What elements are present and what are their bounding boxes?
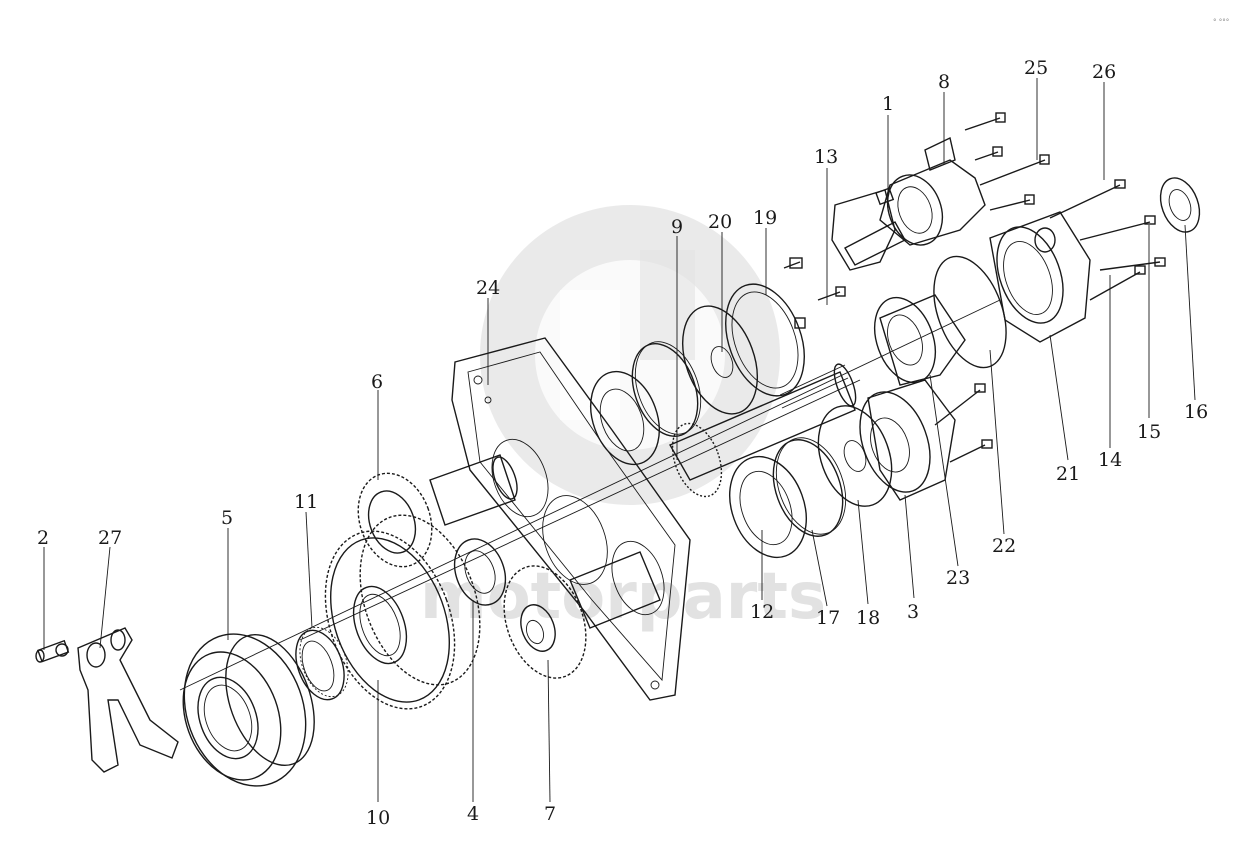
part-1-shaft <box>844 187 906 266</box>
callout-1: 1 <box>882 93 894 115</box>
part-23-bearing <box>873 294 966 386</box>
callout-24: 24 <box>476 277 500 299</box>
part-3-bearing-cover <box>859 379 956 501</box>
callout-20: 20 <box>708 211 732 233</box>
callout-27: 27 <box>98 527 122 549</box>
callout-16: 16 <box>1184 401 1208 423</box>
callout-7: 7 <box>544 803 556 825</box>
part-20-shim <box>682 305 758 415</box>
callout-11: 11 <box>294 491 318 513</box>
bolts-top <box>783 112 1050 329</box>
part-5-clutch-hub <box>182 633 315 787</box>
part-24-housing-plate <box>451 337 691 701</box>
leader-lines <box>43 78 1196 803</box>
callout-22: 22 <box>992 535 1016 557</box>
callout-23: 23 <box>946 567 970 589</box>
part-7-lower-gear <box>503 551 661 679</box>
bolts-rear <box>1049 179 1166 301</box>
part-upper-bearing <box>590 370 660 466</box>
part-8-pto-housing <box>879 136 986 246</box>
callout-4: 4 <box>467 803 479 825</box>
part-11-bearing <box>295 626 349 701</box>
part-22-gasket <box>933 255 1007 369</box>
callout-15: 15 <box>1137 421 1161 443</box>
watermark-logo <box>480 205 780 505</box>
part-16-seal <box>1159 177 1201 233</box>
part-18-shim <box>817 405 893 507</box>
callout-5: 5 <box>221 507 233 529</box>
callout-19: 19 <box>753 207 777 229</box>
callout-26: 26 <box>1092 61 1116 83</box>
callout-13: 13 <box>814 146 838 168</box>
part-21-rear-cover <box>989 211 1091 343</box>
part-4-spacer <box>453 538 507 606</box>
callout-21: 21 <box>1056 463 1080 485</box>
callout-18: 18 <box>856 607 880 629</box>
part-20-snap-ring <box>631 341 702 437</box>
callout-10: 10 <box>366 807 390 829</box>
part-2-pin <box>35 639 70 663</box>
callout-9: 9 <box>671 216 683 238</box>
callout-6: 6 <box>371 371 383 393</box>
part-27-shift-fork <box>77 627 179 773</box>
watermark-text: motorparts <box>420 560 826 634</box>
callout-2: 2 <box>37 527 49 549</box>
corner-mark: ° °°° <box>1213 18 1229 26</box>
part-9-splined-shaft <box>669 363 857 498</box>
bolts-lower <box>934 383 993 463</box>
callout-8: 8 <box>938 71 950 93</box>
callout-labels: 2 27 5 11 6 10 4 7 24 9 20 19 13 1 8 25 … <box>37 57 1208 829</box>
callout-3: 3 <box>907 601 919 623</box>
callout-12: 12 <box>750 601 774 623</box>
callout-25: 25 <box>1024 57 1048 79</box>
part-12-bearing <box>729 455 807 559</box>
callout-17: 17 <box>816 607 840 629</box>
callout-14: 14 <box>1098 449 1122 471</box>
part-17-seal-ring <box>772 437 847 537</box>
part-10-large-gear <box>324 514 481 710</box>
part-6-gear-shaft <box>357 454 518 568</box>
